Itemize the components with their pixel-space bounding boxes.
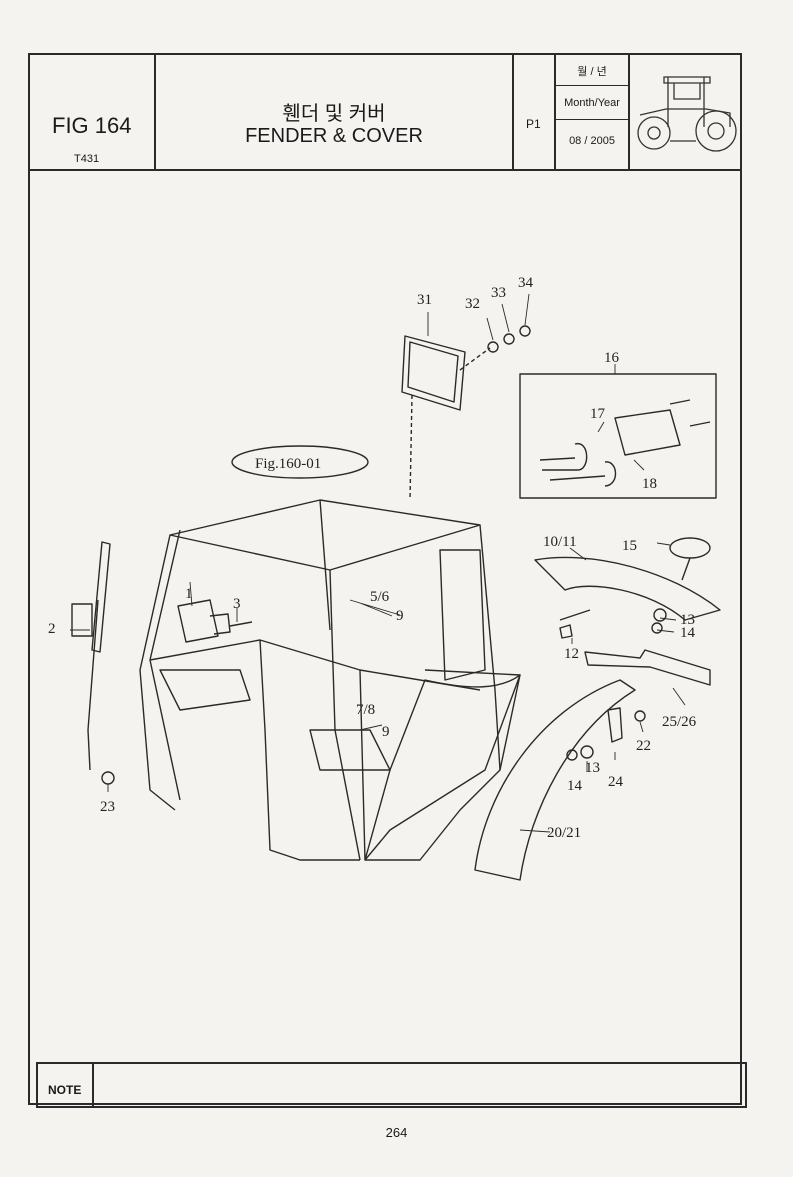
figure-cell: FIG 164 T431 bbox=[30, 55, 156, 169]
callout: 7/8 bbox=[356, 702, 375, 718]
note-label: NOTE bbox=[48, 1083, 82, 1097]
callout: 3 bbox=[233, 596, 241, 612]
wiper-assembly bbox=[71, 541, 115, 785]
callout: 9 bbox=[382, 724, 390, 740]
callout: 31 bbox=[417, 292, 432, 308]
callout: 24 bbox=[608, 774, 624, 790]
callout: 16 bbox=[604, 350, 620, 366]
figure-number: FIG 164 bbox=[52, 113, 132, 138]
callout: 22 bbox=[636, 738, 651, 754]
callout: 23 bbox=[100, 799, 115, 815]
hardware bbox=[559, 608, 667, 761]
callout: 9 bbox=[396, 608, 404, 624]
tractor-thumbnail-icon bbox=[637, 76, 737, 152]
page-number: 264 bbox=[385, 1125, 408, 1140]
title-cell: 휀더 및 커버 FENDER & COVER bbox=[156, 55, 514, 169]
callout: 2 bbox=[48, 621, 56, 637]
callout: 5/6 bbox=[370, 589, 390, 605]
fender-bracket bbox=[584, 649, 711, 686]
page-code: P1 bbox=[526, 117, 541, 131]
callout: 12 bbox=[564, 646, 579, 662]
callout: 34 bbox=[518, 275, 534, 291]
date-label-english: Month/Year bbox=[564, 97, 620, 109]
page-frame: FIG 164 T431 휀더 및 커버 FENDER & COVER P1 월… bbox=[28, 53, 742, 1105]
title-english: FENDER & COVER bbox=[245, 125, 423, 147]
divider bbox=[556, 85, 628, 86]
date-cell: 월 / 년 Month/Year 08 / 2005 bbox=[556, 55, 630, 169]
callout: 18 bbox=[642, 476, 657, 492]
callout: 13 bbox=[680, 612, 695, 628]
date-label-korean: 월 / 년 bbox=[577, 66, 607, 78]
leader-lines bbox=[70, 293, 686, 833]
callout: 10/11 bbox=[543, 534, 577, 550]
callout: 15 bbox=[622, 538, 637, 554]
callout: 32 bbox=[465, 296, 480, 312]
title-block: FIG 164 T431 휀더 및 커버 FENDER & COVER P1 월… bbox=[30, 55, 740, 171]
lamp-assembly bbox=[539, 399, 711, 487]
callout: 14 bbox=[680, 625, 696, 641]
wiper-motor bbox=[177, 599, 253, 643]
note-box: NOTE bbox=[36, 1062, 747, 1108]
reference-label: Fig.160-01 bbox=[255, 456, 321, 472]
title-korean: 휀더 및 커버 bbox=[282, 103, 386, 125]
callout: 14 bbox=[567, 778, 583, 794]
callout: 1 bbox=[185, 586, 193, 602]
page-code-cell: P1 bbox=[514, 55, 556, 169]
note-label-cell: NOTE bbox=[38, 1064, 94, 1106]
callout: 33 bbox=[491, 285, 506, 301]
date-value: 08 / 2005 bbox=[569, 135, 615, 147]
callout: 25/26 bbox=[662, 714, 697, 730]
callout: 20/21 bbox=[547, 825, 581, 841]
plate-lamp bbox=[401, 325, 531, 501]
model-code: T431 bbox=[74, 153, 100, 165]
reference-bubble bbox=[231, 445, 369, 479]
side-panel bbox=[364, 674, 521, 861]
fender bbox=[474, 679, 636, 881]
rear-mudguard bbox=[534, 556, 721, 621]
divider bbox=[556, 119, 628, 120]
callout: 17 bbox=[590, 406, 606, 422]
work-lamp bbox=[669, 537, 711, 581]
cab-frame bbox=[139, 499, 521, 861]
callout: 13 bbox=[585, 760, 600, 776]
lamp-assembly-box bbox=[519, 373, 717, 499]
rear-glass-frame bbox=[439, 549, 486, 681]
exploded-parts-diagram: Fig.160-01 1 2 3 5/6 9 7/8 9 31 32 33 34… bbox=[48, 275, 721, 881]
